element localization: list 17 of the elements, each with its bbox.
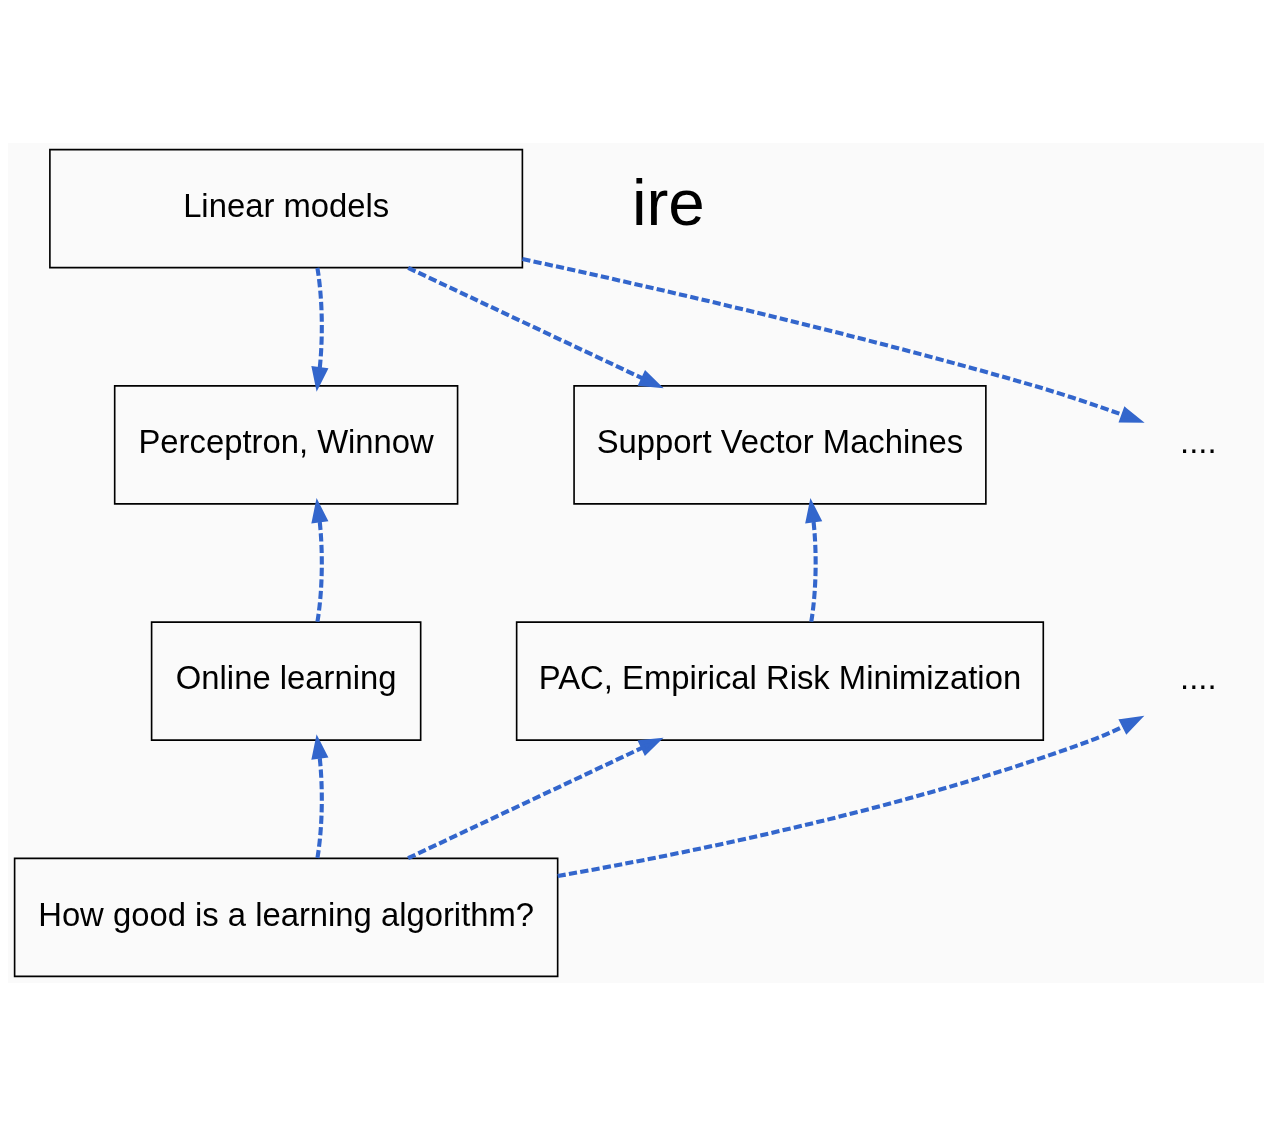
label: ire — [631, 165, 705, 239]
node-box: PAC, Empirical Risk Minimization — [515, 620, 1045, 741]
node-box: Linear models — [49, 148, 524, 268]
node-box: Support Vector Machines — [573, 384, 987, 505]
arrow — [407, 265, 664, 388]
node-box: Perceptron, Winnow — [113, 384, 459, 505]
arrow — [521, 256, 1145, 423]
arrow — [311, 267, 329, 392]
arrow — [311, 733, 329, 858]
node-text: .... — [1180, 422, 1217, 460]
arrow — [805, 497, 823, 622]
node-box: Online learning — [150, 620, 422, 741]
arrow — [407, 737, 664, 860]
node-box: How good is a learning algorithm? — [13, 857, 559, 977]
arrow — [311, 497, 329, 622]
arrow — [557, 715, 1145, 878]
node-text: .... — [1180, 658, 1217, 696]
